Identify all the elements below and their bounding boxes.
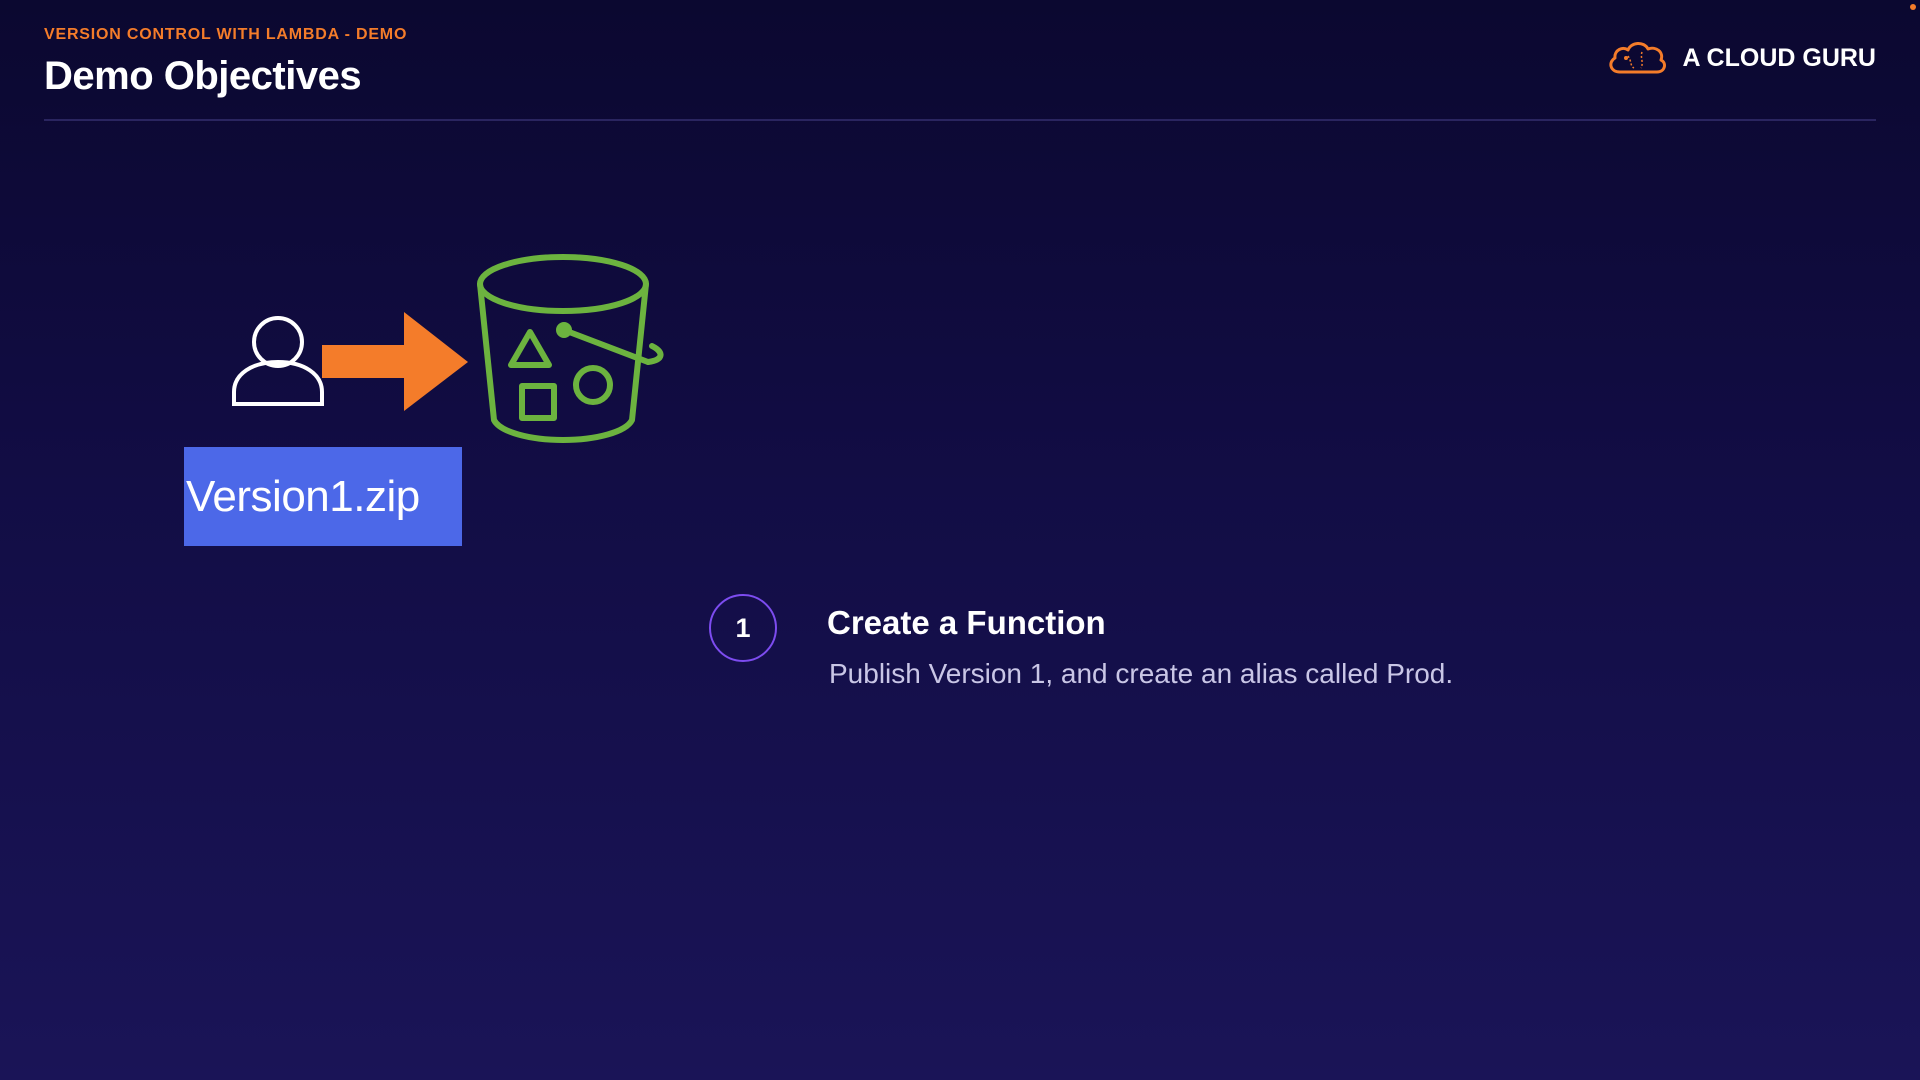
arrow-right-icon [322,312,468,411]
cloud-logo-icon [1609,42,1667,74]
brand-name: A CLOUD GURU [1682,43,1876,72]
step-title: Create a Function [827,604,1106,641]
page-title: Demo Objectives [44,54,362,98]
file-version1-zip: Version1.zip [184,447,462,546]
step-number-badge: 1 [709,594,777,662]
user-icon [232,316,324,406]
s3-bucket-icon [477,254,664,443]
header-divider [44,119,1876,121]
brand-logo: A CLOUD GURU [1606,38,1876,78]
section-eyebrow: VERSION CONTROL WITH LAMBDA - DEMO [44,26,408,43]
objective-step-1: 1 Create a Function Publish Version 1, a… [709,594,1453,690]
step-description: Publish Version 1, and create an alias c… [829,658,1454,689]
record-indicator-dot [1910,4,1916,10]
step-text: Create a Function Publish Version 1, and… [827,604,1453,690]
file-label: Version1.zip [186,471,420,521]
slide-header: VERSION CONTROL WITH LAMBDA - DEMO Demo … [44,26,407,99]
